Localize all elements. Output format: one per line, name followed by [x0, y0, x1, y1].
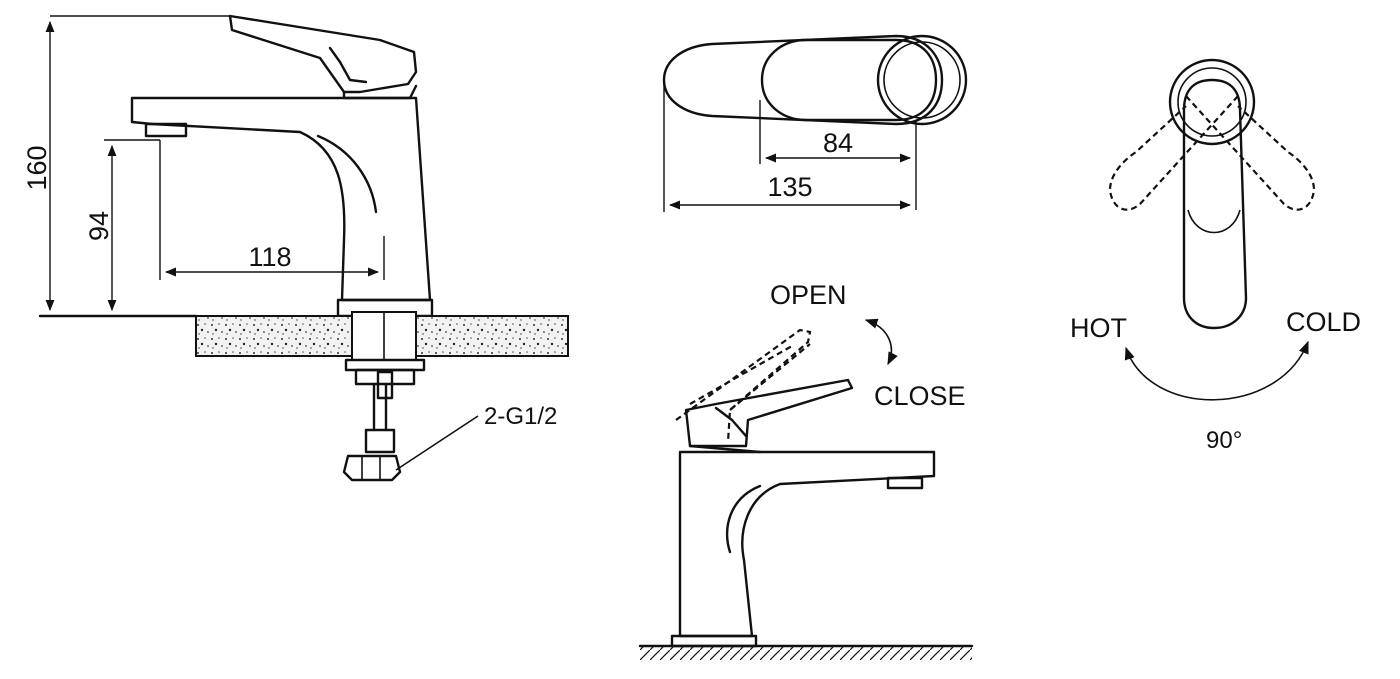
- faucet-body-front: [678, 450, 936, 638]
- lever-closed: [684, 378, 854, 448]
- side-view: 2-G1/2 160 94 118: [22, 14, 569, 482]
- open-label: OPEN: [770, 280, 847, 310]
- rotation-view: HOT COLD 90°: [1070, 58, 1361, 454]
- spout-height-dimension: 94: [84, 211, 114, 241]
- lever-center: [1182, 78, 1248, 330]
- close-label: CLOSE: [874, 381, 966, 411]
- connection-label: 2-G1/2: [484, 403, 557, 430]
- hot-label: HOT: [1070, 313, 1127, 343]
- lever-handle: [228, 14, 418, 94]
- spout-top-outline: [662, 34, 944, 126]
- lever-top-outline: [760, 38, 938, 122]
- handle-length-dimension: 84: [823, 128, 853, 158]
- cold-label: COLD: [1286, 307, 1361, 337]
- lever-cold-dashed: [1185, 95, 1316, 211]
- overall-height-dimension: 160: [22, 145, 52, 190]
- aerator: [144, 122, 188, 138]
- total-length-dimension: 135: [767, 172, 812, 202]
- hose-connector: [342, 454, 402, 482]
- open-close-arrow: [864, 318, 898, 366]
- angle-label: 90°: [1206, 427, 1242, 454]
- lever-open-dashed: [675, 328, 812, 443]
- lever-hot-dashed: [1108, 95, 1239, 211]
- spout-reach-dimension: 118: [248, 242, 291, 272]
- base-circle: [876, 34, 968, 126]
- rotation-arc: [1124, 340, 1309, 401]
- open-close-view: OPEN CLOSE: [638, 280, 974, 660]
- top-view: 84 135: [662, 34, 968, 212]
